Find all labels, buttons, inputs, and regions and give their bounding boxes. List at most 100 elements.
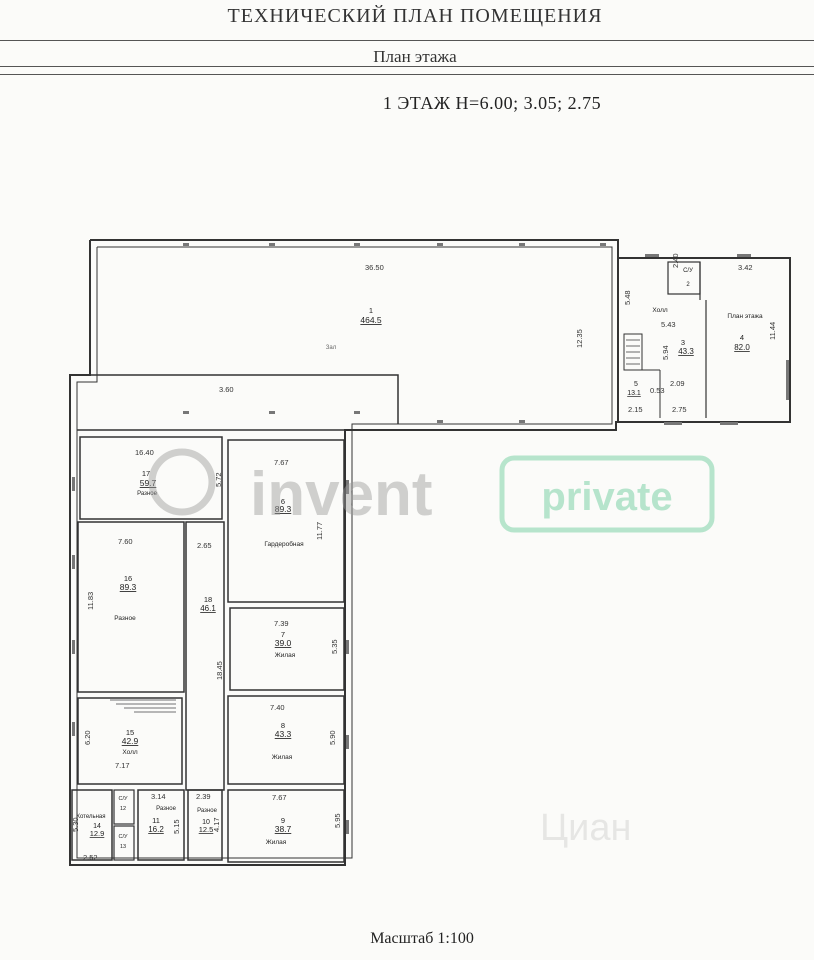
dim-label: 2.52 (83, 853, 98, 862)
window-marks (72, 243, 789, 834)
room-label-18: 18 46.1 (200, 595, 216, 613)
dim-label: 5.95 (333, 813, 342, 828)
svg-text:private: private (541, 475, 672, 519)
room-label-5: 5 13.1 (627, 381, 641, 397)
dim-label: 2.15 (628, 405, 643, 414)
dim-label: 5.94 (661, 345, 670, 360)
svg-text:С/У: С/У (119, 796, 129, 802)
invent-logo-icon (148, 448, 216, 516)
svg-text:Жилая: Жилая (272, 754, 293, 761)
dim-label: 4.17 (212, 817, 221, 832)
svg-text:43.3: 43.3 (678, 347, 694, 356)
svg-text:Разное: Разное (156, 806, 176, 812)
svg-text:2: 2 (686, 282, 690, 288)
svg-text:4: 4 (740, 333, 744, 342)
svg-text:15: 15 (126, 728, 134, 737)
svg-text:12.9: 12.9 (90, 829, 105, 838)
svg-text:12: 12 (120, 806, 126, 812)
svg-text:11: 11 (152, 816, 160, 825)
svg-text:Циан: Циан (540, 807, 631, 849)
room-label-3: Холл 3 43.3 (652, 307, 694, 356)
svg-text:39.0: 39.0 (275, 638, 292, 648)
room-label-14: Котельная 14 12.9 (76, 814, 105, 838)
dim-label: 18.45 (215, 661, 224, 680)
dim-label: 2.39 (196, 792, 211, 801)
svg-text:5: 5 (634, 381, 638, 388)
dim-label: 2.40 (671, 253, 680, 268)
room-10-wall (187, 789, 223, 861)
svg-text:16.2: 16.2 (148, 825, 164, 834)
svg-text:13: 13 (120, 844, 126, 850)
dim-label: 11.83 (86, 592, 95, 610)
svg-text:7: 7 (281, 630, 285, 639)
dim-label: 5.35 (330, 639, 339, 654)
room-13-wall (113, 825, 135, 861)
svg-text:13.1: 13.1 (627, 390, 641, 397)
dim-label: 3.42 (738, 263, 753, 272)
dim-label: 2.09 (670, 379, 685, 388)
dim-label: 3.14 (151, 792, 166, 801)
svg-text:10: 10 (202, 819, 210, 826)
svg-text:Разное: Разное (137, 491, 157, 497)
room-7-wall (229, 607, 345, 691)
outer-wall-inner (76, 246, 613, 859)
svg-text:464.5: 464.5 (360, 315, 382, 325)
svg-text:Жилая: Жилая (275, 652, 296, 659)
dim-label: 16.40 (135, 448, 154, 457)
room-18-wall (185, 521, 225, 791)
svg-text:38.7: 38.7 (275, 824, 292, 834)
dim-label: 11.44 (768, 322, 777, 340)
dim-label: 3.60 (219, 385, 234, 394)
dim-label: 11.77 (315, 522, 324, 540)
title-rule (0, 40, 814, 41)
dim-label: 12.35 (575, 329, 584, 348)
dim-label: 5.30 (71, 817, 80, 832)
room-label-1: 1 464.5 Зал (326, 306, 382, 351)
dim-label: 5.43 (661, 320, 676, 329)
svg-text:42.9: 42.9 (122, 736, 139, 746)
svg-text:6: 6 (281, 497, 285, 506)
svg-text:43.3: 43.3 (275, 729, 292, 739)
room-label-7: 7 39.0 Жилая (275, 630, 296, 659)
svg-text:С/У: С/У (683, 268, 693, 274)
room-14-wall (71, 789, 113, 861)
room-label-11: Разное 11 16.2 (148, 806, 176, 834)
svg-text:16: 16 (124, 574, 132, 583)
stair-hatching (110, 339, 640, 713)
dim-label: 6.20 (83, 730, 92, 745)
room-label-15: 15 42.9 Холл (122, 728, 139, 756)
svg-text:Гардеробная: Гардеробная (264, 540, 304, 548)
room-label-16: 16 89.3 Разное (114, 574, 136, 622)
room-label-17: 17 59.7 Разное (137, 469, 157, 497)
svg-text:Зал: Зал (326, 345, 337, 351)
room-label-13: С/У 13 (119, 834, 129, 850)
svg-text:Холл: Холл (652, 307, 668, 314)
dim-label: 7.67 (272, 793, 287, 802)
room-16-wall (77, 521, 185, 693)
plan-subtitle: План этажа (373, 47, 457, 66)
plan-title: ТЕХНИЧЕСКИЙ ПЛАН ПОМЕЩЕНИЯ (227, 5, 603, 27)
svg-text:Котельная: Котельная (76, 814, 105, 820)
room-label-2: С/У 2 (683, 268, 693, 288)
room-11-wall (137, 789, 185, 861)
dim-label: 7.60 (118, 537, 133, 546)
room-6-wall (227, 439, 345, 603)
room-label-12: С/У 12 (119, 796, 129, 812)
svg-text:1: 1 (369, 306, 373, 315)
watermark-invent: invent (148, 448, 433, 529)
hall-inner-wall (90, 374, 399, 424)
svg-text:Разное: Разное (114, 615, 136, 622)
svg-text:18: 18 (204, 595, 212, 604)
dim-label: 0.53 (650, 386, 665, 395)
room-8-wall (227, 695, 345, 785)
room-label-8: 8 43.3 Жилая (272, 721, 293, 761)
watermark-cian: Циан (540, 807, 631, 849)
subtitle-rule-2 (0, 74, 814, 75)
floor-heading: 1 ЭТАЖ H=6.00; 3.05; 2.75 (382, 93, 602, 113)
svg-text:14: 14 (93, 823, 101, 830)
dim-label: 5.90 (328, 730, 337, 745)
room-9-wall (227, 789, 345, 863)
watermark-private: private (499, 455, 715, 533)
dim-label: 36.50 (365, 263, 384, 272)
